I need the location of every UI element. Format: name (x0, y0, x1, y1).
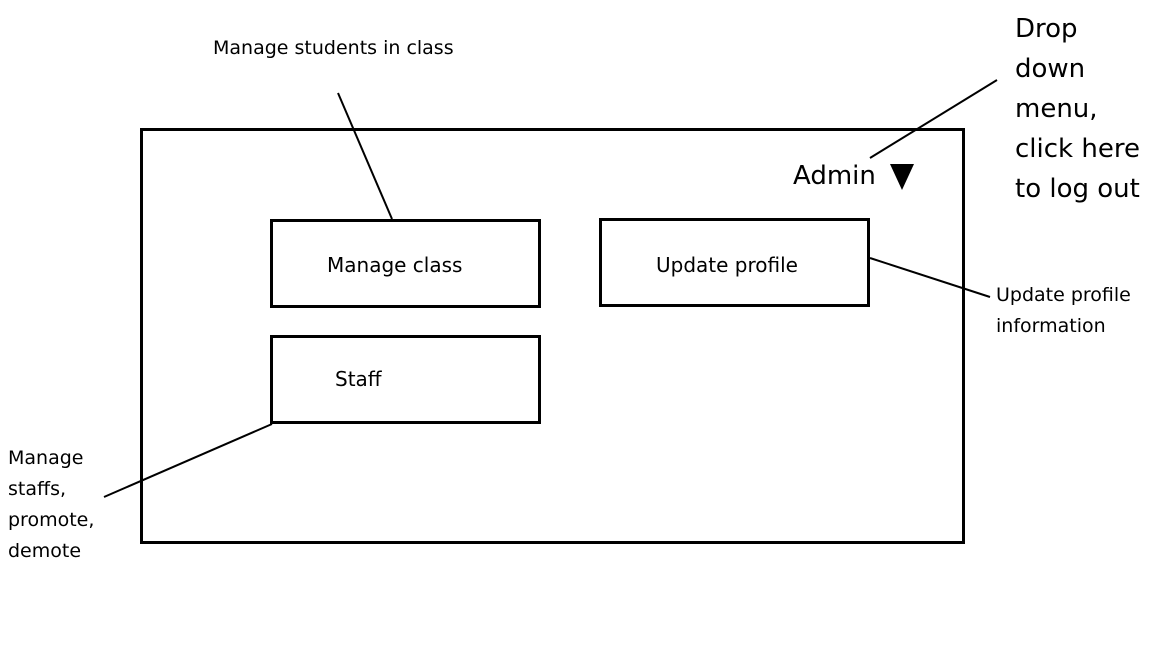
annotation-admin-line: Drop (1015, 14, 1078, 44)
annotation-staff-line: demote (8, 540, 82, 562)
annotation-admin-dropdown: Drop down menu, click here to log out (1015, 9, 1140, 209)
manage-class-button[interactable]: Manage class (270, 219, 541, 308)
staff-button[interactable]: Staff (270, 335, 541, 424)
annotation-update-profile-line: information (996, 315, 1106, 337)
staff-label: Staff (335, 367, 382, 391)
annotation-staff-line: staffs, (8, 478, 67, 500)
annotation-admin-line: to log out (1015, 174, 1140, 204)
caret-down-icon[interactable] (889, 164, 914, 190)
annotation-update-profile-line: Update profile (996, 284, 1131, 306)
annotation-admin-line: menu, (1015, 94, 1098, 124)
admin-label: Admin (793, 161, 876, 191)
connector-staff (103, 423, 273, 498)
admin-dropdown[interactable]: Admin (793, 158, 914, 194)
annotation-update-profile: Update profile information (996, 280, 1131, 342)
dashboard-frame (140, 128, 965, 544)
annotation-staff-line: promote, (8, 509, 95, 531)
connector-admin (869, 79, 998, 159)
connector-update-profile (869, 257, 991, 298)
annotation-admin-line: down (1015, 54, 1086, 84)
annotation-staff: Manage staffs, promote, demote (8, 443, 94, 567)
update-profile-button[interactable]: Update profile (599, 218, 870, 307)
update-profile-label: Update profile (656, 253, 798, 277)
manage-class-label: Manage class (327, 253, 463, 277)
annotation-admin-line: click here (1015, 134, 1140, 164)
annotation-manage-class: Manage students in class (213, 37, 454, 59)
connector-manage-class (337, 92, 393, 220)
annotation-staff-line: Manage (8, 447, 84, 469)
